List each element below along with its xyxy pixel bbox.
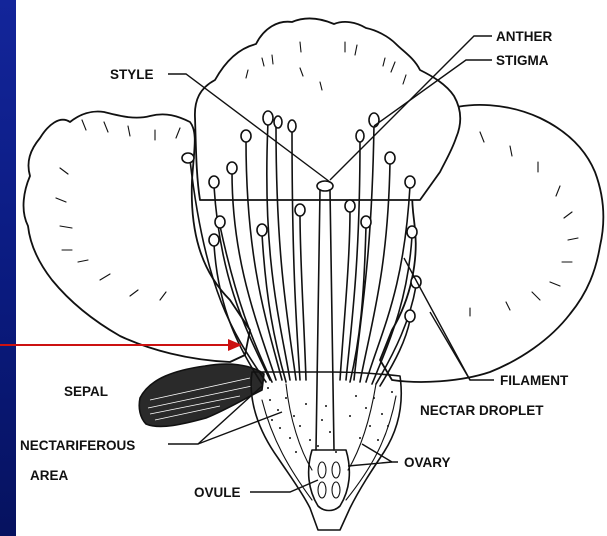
- ovule-set: [318, 462, 340, 498]
- label-stigma: STIGMA: [496, 53, 549, 68]
- label-style: STYLE: [110, 67, 154, 82]
- label-ovary: OVARY: [404, 455, 451, 470]
- sepal: [139, 364, 264, 426]
- label-nectar-droplet: NECTAR DROPLET: [420, 403, 544, 418]
- ovule-leader: [250, 480, 318, 492]
- ovary: [309, 450, 350, 511]
- label-sepal: SEPAL: [64, 384, 108, 399]
- label-anther: ANTHER: [496, 29, 552, 44]
- label-nectariferous-line2: AREA: [30, 468, 69, 483]
- style: [316, 190, 334, 450]
- label-ovule: OVULE: [194, 485, 241, 500]
- label-nectariferous-line1: NECTARIFEROUS: [20, 438, 135, 453]
- label-filament: FILAMENT: [500, 373, 569, 388]
- receptacle-ribs: [262, 384, 396, 500]
